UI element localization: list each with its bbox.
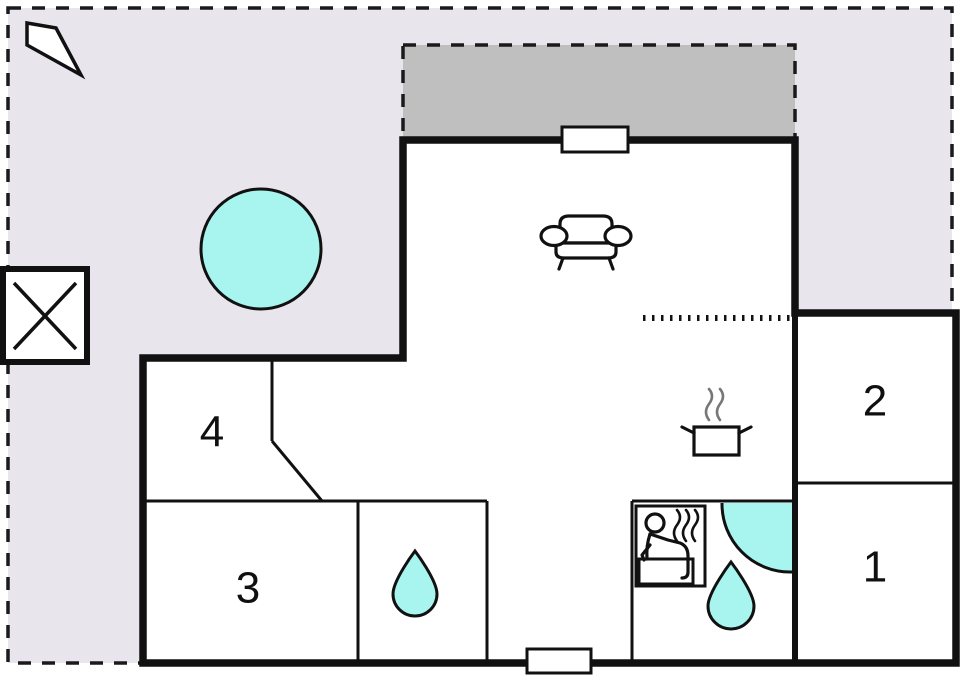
room-number-1: 1 (863, 543, 887, 592)
room-number-3: 3 (236, 564, 260, 613)
shower-drop-icon-bath (706, 559, 756, 631)
window-top-wall (560, 125, 630, 154)
shower-drop-icon-wc (391, 548, 439, 618)
sofa-icon (539, 214, 633, 271)
carport-cross-icon (0, 266, 90, 365)
cooking-pot-icon (680, 387, 753, 457)
wall-room4-diagonal-lower (270, 440, 324, 502)
sauna-icon (634, 504, 707, 588)
corner-bath-icon (720, 503, 795, 574)
room-number-2: 2 (863, 377, 887, 426)
building-outline (139, 136, 960, 667)
room-number-4: 4 (200, 408, 224, 457)
north-arrow-icon (25, 20, 86, 80)
window-bottom-wall (525, 647, 593, 675)
pool-circle-icon (199, 187, 323, 311)
interior-walls (145, 360, 956, 663)
